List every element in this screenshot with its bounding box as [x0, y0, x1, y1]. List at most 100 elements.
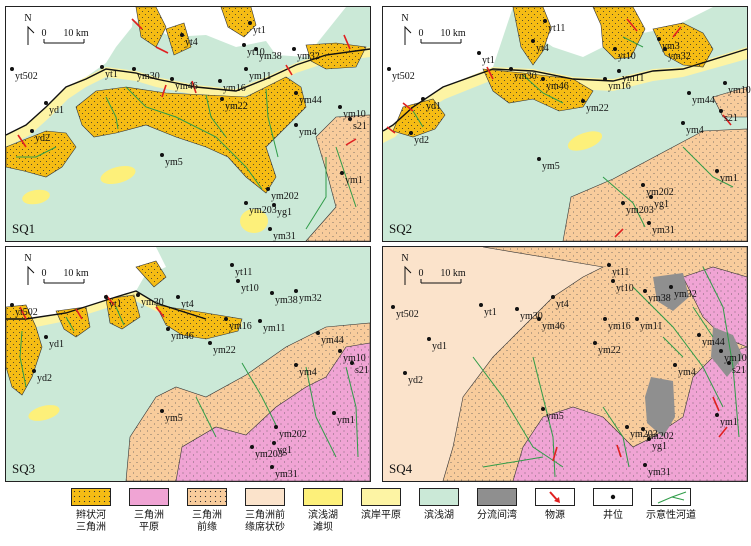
well-label: yd1 [49, 105, 64, 116]
well-marker [663, 47, 667, 51]
well-marker [44, 101, 48, 105]
legend-label: 井位 [603, 510, 623, 521]
well-label: yt11 [548, 23, 565, 34]
well-marker [258, 319, 262, 323]
legend-label: 三角洲 前缘 [192, 510, 222, 533]
well-label: yd1 [426, 101, 441, 112]
well-label: ym10 [343, 109, 366, 120]
well-marker [543, 19, 547, 23]
well-marker [160, 153, 164, 157]
well-label: yt4 [536, 43, 549, 54]
well-marker [10, 67, 14, 71]
well-label: yt1 [105, 69, 118, 80]
well-marker [230, 263, 234, 267]
well-label: ym5 [165, 157, 183, 168]
well-marker [294, 91, 298, 95]
well-label: yt11 [612, 267, 629, 278]
well-marker [613, 47, 617, 51]
well-marker [44, 335, 48, 339]
well-label: ym4 [678, 367, 696, 378]
well-label: yt1 [484, 307, 497, 318]
legend-label: 滨浅湖 [424, 510, 454, 521]
well-marker [242, 43, 246, 47]
well-marker [266, 187, 270, 191]
legend-item: 滨岸平原 [352, 488, 410, 522]
north-label: N [401, 13, 408, 24]
well-marker [270, 465, 274, 469]
well-label: ym5 [546, 411, 564, 422]
well-label: yt502 [396, 309, 419, 320]
well-label: ym1 [720, 417, 738, 428]
well-label: yd1 [49, 339, 64, 350]
legend: 辫状河 三角洲三角洲 平原三角洲 前缘三角洲前 缘席状砂滨浅湖 滩坝滨岸平原滨浅… [0, 484, 751, 546]
scale-label: 10 km [63, 268, 89, 279]
legend-label: 示意性河道 [646, 510, 696, 521]
well-label: ym203 [630, 429, 658, 440]
well-marker [719, 109, 723, 113]
well-marker [723, 81, 727, 85]
well-marker [641, 427, 645, 431]
well-marker [132, 67, 136, 71]
well-label: ym22 [225, 101, 248, 112]
well-label: s21 [355, 365, 369, 376]
legend-swatch [651, 488, 691, 506]
well-marker [338, 349, 342, 353]
well-marker [643, 289, 647, 293]
well-label: ym32 [299, 293, 322, 304]
well-label: yt11 [235, 267, 252, 278]
well-label: ym44 [692, 95, 715, 106]
legend-item: 三角洲 平原 [120, 488, 178, 534]
well-label: yt4 [185, 37, 198, 48]
well-label: ym202 [279, 429, 307, 440]
panel-label-sq4: SQ4 [389, 461, 413, 476]
well-marker [673, 363, 677, 367]
well-label: ym202 [646, 187, 674, 198]
well-marker [657, 37, 661, 41]
well-marker [479, 303, 483, 307]
well-marker [332, 411, 336, 415]
well-marker [697, 333, 701, 337]
well-label: ym202 [271, 191, 299, 202]
well-label: ym22 [213, 345, 236, 356]
well-label: yt502 [15, 71, 38, 82]
scale-zero: 0 [42, 28, 47, 39]
scale-label: 10 km [63, 28, 89, 39]
well-marker [292, 47, 296, 51]
legend-swatch [419, 488, 459, 506]
well-label: ym3 [662, 41, 680, 52]
well-label: ym1 [345, 175, 363, 186]
well-marker [180, 33, 184, 37]
well-marker [403, 371, 407, 375]
well-label: ym11 [263, 323, 285, 334]
well-label: ym38 [648, 293, 671, 304]
well-label: yd1 [432, 341, 447, 352]
well-label: ym46 [171, 331, 194, 342]
well-label: ym38 [259, 51, 282, 62]
well-marker [719, 349, 723, 353]
well-marker [635, 317, 639, 321]
well-label: yt4 [181, 299, 194, 310]
well-label: s21 [724, 113, 738, 124]
well-marker [350, 361, 354, 365]
well-marker [236, 279, 240, 283]
legend-item: 物源 [526, 488, 584, 522]
well-marker [603, 317, 607, 321]
legend-swatch [71, 488, 111, 506]
legend-label: 三角洲 平原 [134, 510, 164, 533]
well-label: ym203 [249, 205, 277, 216]
well-label: yg1 [277, 445, 292, 456]
well-label: ym44 [321, 335, 344, 346]
north-label: N [401, 253, 408, 264]
well-label: ym46 [175, 81, 198, 92]
panel-label-sq3: SQ3 [12, 461, 35, 476]
well-marker [176, 295, 180, 299]
well-label: ym31 [648, 467, 671, 478]
well-label: ym31 [652, 225, 675, 236]
well-marker [270, 291, 274, 295]
well-marker [551, 295, 555, 299]
legend-swatch [593, 488, 633, 506]
well-label: yt4 [556, 299, 569, 310]
